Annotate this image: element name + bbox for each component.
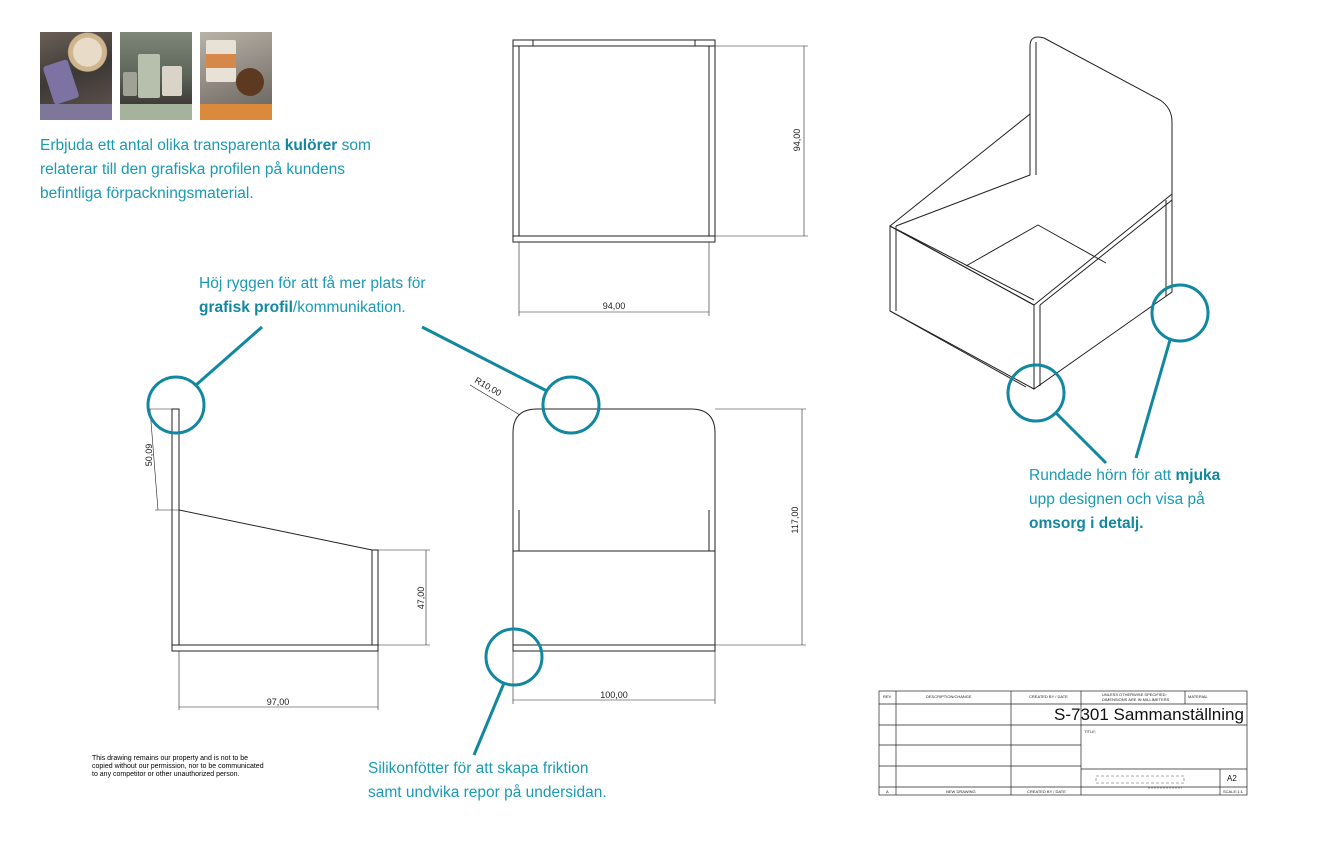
note-text: Erbjuda ett antal olika transparenta — [40, 137, 285, 154]
tb-tolerances-1: UNLESS OTHERWISE SPECIFIED: — [1102, 692, 1167, 697]
callout-circle-corner-back — [1150, 283, 1210, 343]
isometric-view — [889, 36, 1173, 390]
callout-leader — [421, 325, 548, 393]
tea-photo — [40, 32, 112, 106]
color-thumbnail-sage — [120, 32, 192, 120]
dim-side-back: 50,09 — [144, 444, 154, 467]
callout-circle-feet — [484, 627, 544, 687]
color-thumbnail-purple — [40, 32, 112, 120]
callout-circle-radius — [541, 375, 601, 435]
tea-photo — [120, 32, 192, 104]
purple-swatch — [40, 104, 112, 120]
color-thumbnail-orange — [200, 32, 272, 120]
tb-material: MATERIAL — [1188, 694, 1208, 699]
note-text: relaterar till den grafiska profilen på … — [40, 161, 346, 178]
tb-title-label: TITLE: — [1084, 729, 1096, 734]
note-text: Silikonfötter för att skapa friktion — [368, 760, 589, 777]
callouts — [146, 283, 1210, 756]
side-view — [147, 408, 430, 710]
note-text: Rundade hörn för att — [1029, 467, 1176, 484]
dim-front-height: 117,00 — [790, 507, 800, 534]
tb-tolerances-2: DIMENSIONS ARE IN MILLIMETERS — [1102, 697, 1170, 702]
tb-created-2: CREATED BY / DATE — [1027, 789, 1066, 794]
front-view — [469, 384, 806, 704]
tb-rev: REV — [883, 694, 892, 699]
callout-leader — [195, 325, 263, 387]
dim-side-length: 97,00 — [267, 697, 290, 707]
back-height-note: Höj ryggen för att få mer plats för graf… — [199, 272, 426, 320]
tb-drawing-title: S-7301 Sammanställning — [1054, 705, 1244, 724]
disclaimer-line: copied without our permission, nor to be… — [92, 763, 264, 770]
tb-row-a: A — [886, 789, 889, 794]
silicone-feet-note: Silikonfötter för att skapa friktion sam… — [368, 757, 607, 805]
tb-created: CREATED BY / DATE — [1029, 694, 1068, 699]
disclaimer-line: This drawing remains our property and is… — [92, 755, 249, 762]
tea-photo — [200, 32, 272, 104]
disclaimer-line: to any competitor or other unauthorized … — [92, 771, 240, 778]
note-text: /kommunikation. — [292, 299, 406, 316]
tb-scale: SCALE:1:1 — [1223, 789, 1244, 794]
company-logo — [1095, 775, 1185, 789]
note-text: befintliga förpackningsmaterial. — [40, 185, 254, 202]
dim-side-front: 47,00 — [416, 587, 426, 610]
note-text: upp designen och visa på — [1029, 491, 1205, 508]
dim-front-radius: R10,00 — [473, 375, 503, 398]
title-block — [878, 690, 1248, 796]
callout-circle-back — [146, 375, 206, 435]
dim-top-depth: 94,00 — [792, 129, 802, 152]
callout-circle-corner-front — [1006, 363, 1066, 423]
note-highlight: grafisk profil — [199, 299, 293, 316]
dim-top-width: 94,00 — [603, 301, 626, 311]
orange-swatch — [200, 104, 272, 120]
top-view — [512, 39, 808, 316]
note-text: som — [337, 137, 371, 154]
note-text: samt undvika repor på undersidan. — [368, 784, 607, 801]
tb-description: DESCRIPTION/CHANGE — [926, 694, 972, 699]
callout-leader — [1054, 411, 1108, 465]
sage-swatch — [120, 104, 192, 120]
callout-leader — [472, 682, 506, 756]
tb-new-drawing: NEW DRAWING — [946, 789, 976, 794]
disclaimer: This drawing remains our property and is… — [92, 755, 282, 779]
callout-leader — [1134, 339, 1172, 459]
note-text: Höj ryggen för att få mer plats för — [199, 275, 426, 292]
rounded-corners-note: Rundade hörn för att mjuka upp designen … — [1029, 464, 1220, 536]
colors-note: Erbjuda ett antal olika transparenta kul… — [40, 134, 371, 206]
tb-size: A2 — [1227, 774, 1237, 783]
dim-front-width: 100,00 — [600, 690, 628, 700]
note-highlight: omsorg i detalj. — [1029, 515, 1144, 532]
note-highlight: mjuka — [1175, 467, 1221, 484]
note-highlight: kulörer — [284, 137, 338, 154]
